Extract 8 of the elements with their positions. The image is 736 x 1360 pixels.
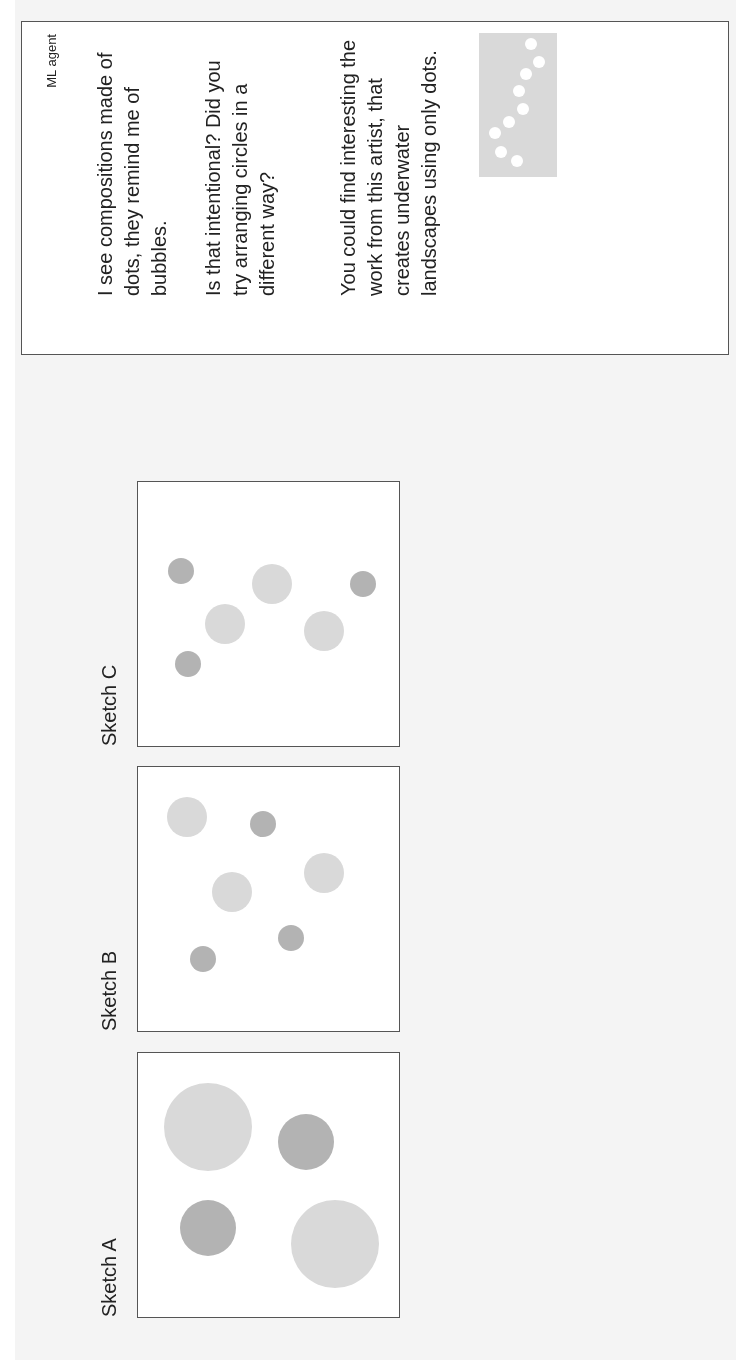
- sketch-title: Sketch B: [98, 950, 121, 1031]
- chat-message: Is that intentional? Did you try arranging circles in a different way?: [201, 59, 279, 296]
- sketch-title: Sketch C: [98, 664, 121, 746]
- chat-message: I see compositions made of dots, they remind me of bubbles.: [93, 51, 171, 296]
- sketch-title: Sketch A: [98, 1238, 121, 1317]
- agent-name: ML agent: [44, 34, 59, 88]
- chat-panel: [21, 21, 729, 355]
- chat-message: You could find interesting the work from this artist, that creates underwater landscapes using only dots.: [336, 38, 441, 296]
